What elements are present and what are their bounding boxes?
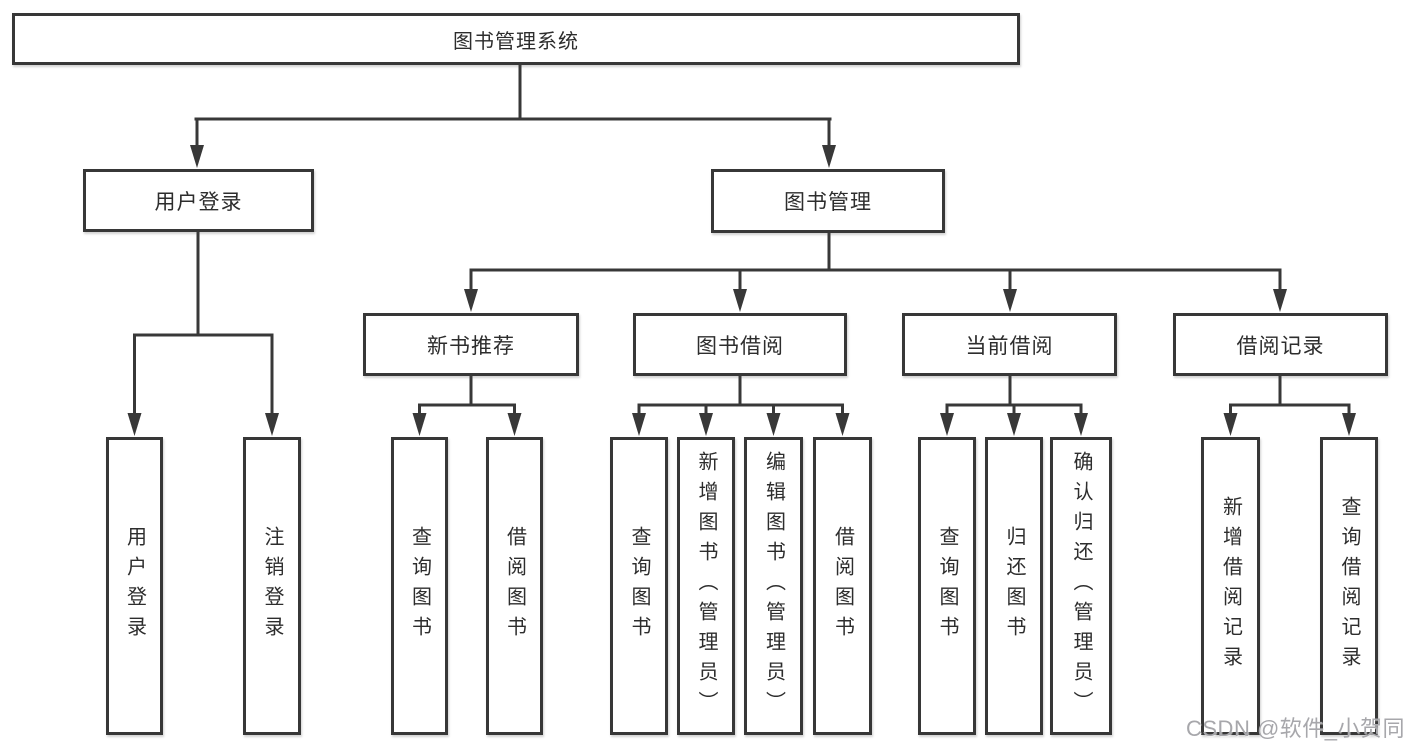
node-borrowing-records: 借阅记录 <box>1173 313 1388 376</box>
leaf-user-login: 用户登录 <box>106 437 163 735</box>
node-book-borrowing: 图书借阅 <box>633 313 847 376</box>
leaf-add-books-admin: 新增图书（管理员） <box>677 437 735 735</box>
leaf-return-books: 归还图书 <box>985 437 1043 735</box>
leaf-borrow-books-recommend: 借阅图书 <box>486 437 543 735</box>
leaf-borrow-books-borrowing: 借阅图书 <box>813 437 872 735</box>
node-new-book-recommendation: 新书推荐 <box>363 313 579 376</box>
node-library-management-system: 图书管理系统 <box>12 13 1020 65</box>
leaf-confirm-return-admin: 确认归还（管理员） <box>1050 437 1112 735</box>
node-user-login: 用户登录 <box>83 169 314 232</box>
leaf-logout: 注销登录 <box>243 437 301 735</box>
leaf-query-borrow-record: 查询借阅记录 <box>1320 437 1378 735</box>
leaf-edit-books-admin: 编辑图书（管理员） <box>744 437 803 735</box>
leaf-add-borrow-record: 新增借阅记录 <box>1201 437 1260 735</box>
leaf-query-books-current: 查询图书 <box>918 437 976 735</box>
leaf-query-books-borrowing: 查询图书 <box>610 437 668 735</box>
node-book-management: 图书管理 <box>711 169 945 233</box>
leaf-query-books-recommend: 查询图书 <box>391 437 448 735</box>
node-current-borrowing: 当前借阅 <box>902 313 1117 376</box>
csdn-watermark: CSDN @软件_小贺同学 <box>1186 716 1405 741</box>
